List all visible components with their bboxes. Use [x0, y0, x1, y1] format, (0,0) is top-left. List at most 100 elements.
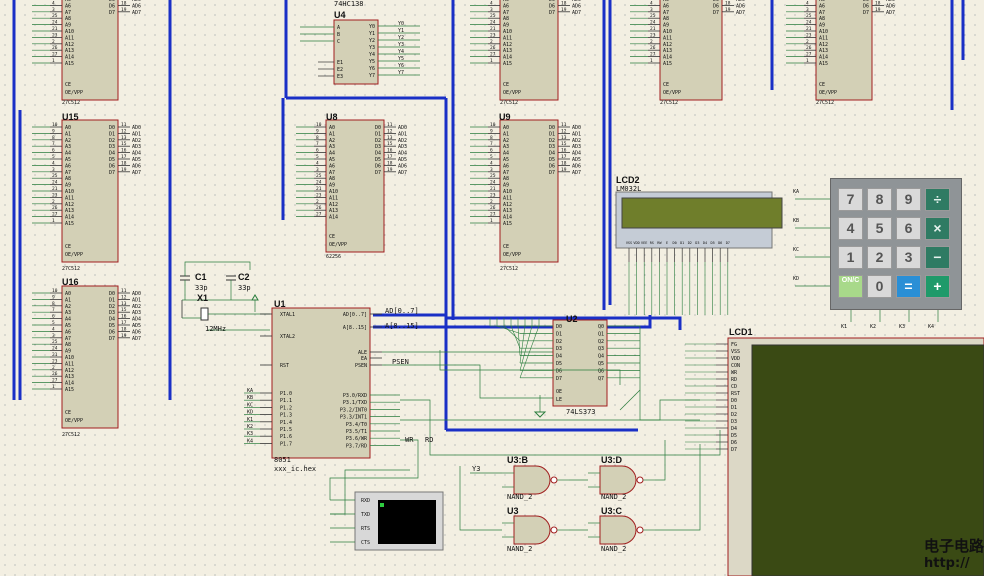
ram-u8-pin-num: 2	[316, 199, 319, 205]
watermark-url: http://	[924, 556, 970, 571]
eprom-top-mid-pin-num: 19	[561, 7, 567, 13]
terminal-screen	[378, 500, 436, 544]
u1-pin: P1.5	[280, 427, 292, 433]
eprom-top-mid-pin-name: D6	[549, 3, 555, 9]
a-bus	[373, 315, 652, 329]
eprom-u9-net: AD1	[572, 131, 581, 137]
key-0-3[interactable]: ÷	[925, 188, 950, 211]
eprom-top-far-pin-name: A8	[819, 16, 825, 22]
u1-pin: P3.2/INT0	[340, 407, 367, 413]
eprom-u16-pin-num: 7	[52, 307, 55, 313]
eprom-u16-ce: CE	[65, 410, 71, 416]
eprom-u15-net: AD2	[132, 138, 141, 144]
u1-pin: XTAL1	[280, 312, 295, 318]
u1-pin: A[8..15]	[343, 325, 367, 331]
key-1-3[interactable]: ×	[925, 217, 950, 240]
eprom-u16-pin-name: A15	[65, 387, 74, 393]
eprom-u9-net: AD4	[572, 151, 581, 157]
key-0-1[interactable]: 8	[867, 188, 892, 211]
eprom-u9-pin-name: A4	[503, 151, 509, 157]
key-2-3[interactable]: −	[925, 246, 950, 269]
eprom-u15-pin-name: A11	[65, 195, 74, 201]
eprom-top-far-pin-num: 26	[806, 45, 812, 51]
u2-pin: Q0	[598, 324, 604, 330]
terminal-pin: CTS	[361, 540, 370, 546]
eprom-u16-pin-num: 2	[52, 365, 55, 371]
eprom-u9-pin-name: A3	[503, 144, 509, 150]
eprom-u15-pin-num: 13	[121, 135, 127, 141]
u4-pin: E2	[337, 67, 343, 73]
key-0-0[interactable]: 7	[838, 188, 863, 211]
eprom-u9-pin-name: A12	[503, 202, 512, 208]
eprom-u9-pin-num: 9	[490, 128, 493, 134]
eprom-u15-pin-name: A9	[65, 183, 71, 189]
eprom-u9-pin-name: A5	[503, 157, 509, 163]
eprom-top-left-pin-name: A14	[65, 55, 74, 61]
eprom-u16-pin-num: 25	[52, 339, 58, 345]
lcd2-type: LM032L	[616, 185, 642, 193]
key-1-0[interactable]: 4	[838, 217, 863, 240]
key-2-1[interactable]: 2	[867, 246, 892, 269]
u2-pin: Q6	[598, 368, 604, 374]
eprom-top-mid-pin-num: 18	[561, 0, 567, 6]
lcd1-pin-name: D0	[731, 398, 737, 404]
wire	[330, 469, 410, 515]
lcd1-pin-name: CD	[731, 384, 737, 390]
u1-pin: PSEN	[355, 363, 367, 369]
key-3-3[interactable]: +	[925, 275, 950, 298]
key-1-1[interactable]: 5	[867, 217, 892, 240]
keypad-col-net: K4	[928, 324, 934, 330]
eprom-u16-pin-num: 10	[52, 288, 58, 294]
ram-u8-pin-num: 25	[316, 173, 322, 179]
key-1-2[interactable]: 6	[896, 217, 921, 240]
ram-u8-pin-name: D4	[375, 151, 381, 157]
eprom-u9-pin-name: A1	[503, 131, 509, 137]
eprom-u9-pin-name: D1	[549, 131, 555, 137]
u1-pin: P3.5/T1	[346, 429, 367, 435]
eprom-u9-pin-name: D5	[549, 157, 555, 163]
eprom-u15-pin-name: A12	[65, 202, 74, 208]
lcd2-pin-name: E	[666, 241, 668, 245]
eprom-u9-net: AD3	[572, 144, 581, 150]
ram-u8-pin-num: 19	[387, 167, 393, 173]
key-2-2[interactable]: 3	[896, 246, 921, 269]
ram-u8-net: AD6	[398, 163, 407, 169]
eprom-u15-pin-name: A7	[65, 170, 71, 176]
ram-u8-pin-num: 16	[387, 148, 393, 154]
eprom-u16-pin-name: D2	[109, 304, 115, 310]
key-3-1[interactable]: 0	[867, 275, 892, 298]
ram-u8-pin-name: D7	[375, 170, 381, 176]
u1-pin: P3.3/INT1	[340, 415, 367, 421]
eprom-u16-pin-num: 19	[121, 333, 127, 339]
eprom-u15-pin-name: A13	[65, 208, 74, 214]
eprom-top-right-oe: OE/VPP	[663, 90, 681, 96]
u1-pin: P1.3	[280, 413, 292, 419]
eprom-u16-pin-num: 12	[121, 294, 127, 300]
eprom-top-left-pin-num: 24	[52, 20, 58, 26]
eprom-top-mid-pin-num: 24	[490, 20, 496, 26]
eprom-top-far-net: AD5	[886, 0, 895, 3]
gate-u3b	[513, 465, 551, 495]
u2-body	[552, 319, 608, 407]
eprom-u16-pin-name: D5	[109, 323, 115, 329]
key-0-2[interactable]: 9	[896, 188, 921, 211]
ram-u8-pin-num: 4	[316, 160, 319, 166]
key-2-0[interactable]: 1	[838, 246, 863, 269]
eprom-u9-pin-name: D2	[549, 138, 555, 144]
u1-net: K4	[247, 438, 253, 444]
eprom-u9-pin-num: 1	[490, 218, 493, 224]
wire	[400, 399, 721, 456]
key-3-2[interactable]: =	[896, 275, 921, 298]
wire	[655, 440, 666, 481]
eprom-u15-ce: CE	[65, 244, 71, 250]
lcd2-pin-name: VEE	[641, 241, 647, 245]
eprom-u15-pin-name: A5	[65, 157, 71, 163]
ram-u8-pin-name: A11	[329, 195, 338, 201]
eprom-top-mid-pin-num: 27	[490, 52, 496, 58]
wire	[519, 318, 526, 364]
u4-net: Y0	[398, 21, 404, 27]
gate-u3c	[599, 515, 637, 545]
eprom-top-left-pin-name: A9	[65, 23, 71, 29]
key-3-0[interactable]: ON/C	[838, 275, 863, 298]
